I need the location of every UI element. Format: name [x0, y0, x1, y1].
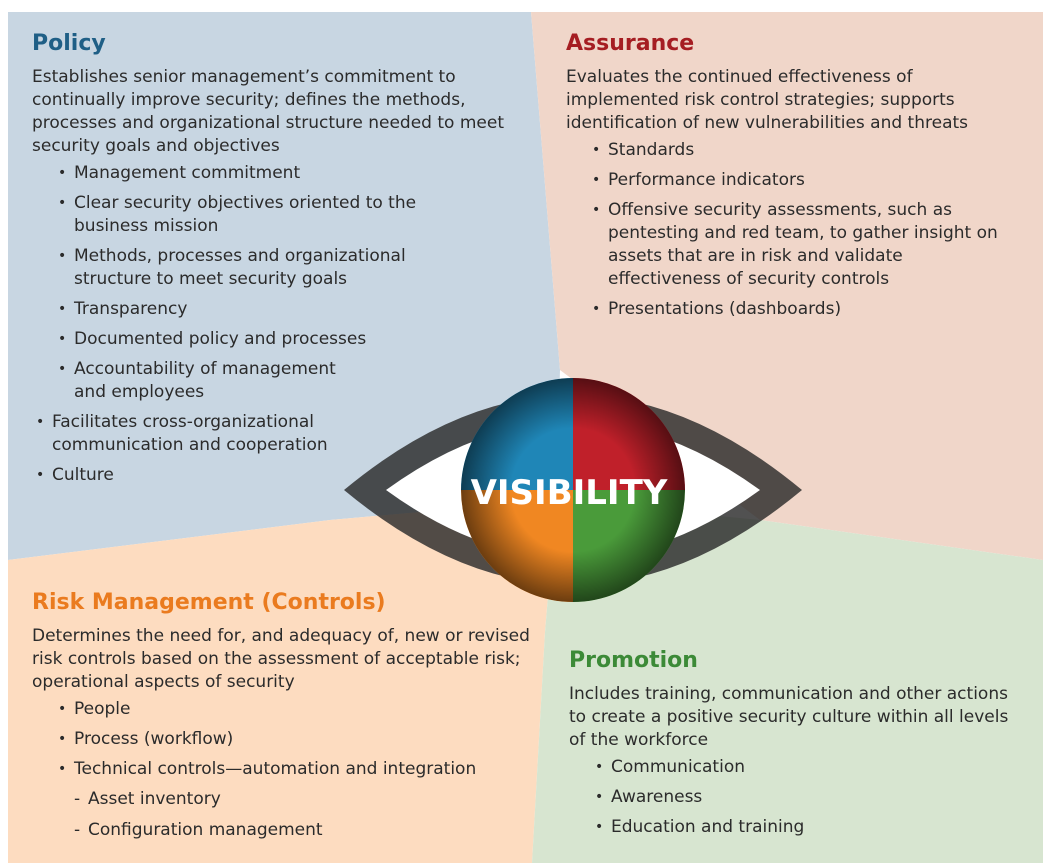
policy-section: Policy Establishes senior management’s c…	[32, 31, 532, 494]
policy-item: Accountability of management and employe…	[54, 358, 364, 404]
policy-item: Methods, processes and organizational st…	[54, 245, 474, 291]
policy-top-list: Facilitates cross-organizational communi…	[32, 411, 532, 487]
eye-icon: VISIBILITY	[344, 378, 802, 602]
promotion-item: Education and training	[591, 816, 1029, 839]
policy-top-item: Culture	[32, 464, 532, 487]
assurance-item: Standards	[588, 139, 1026, 162]
risk-list: People Process (workflow) Technical cont…	[54, 698, 552, 842]
policy-title: Policy	[32, 31, 106, 56]
promotion-item: Communication	[591, 756, 1029, 779]
assurance-item: Presentations (dashboards)	[588, 298, 1026, 321]
policy-top-item: Facilitates cross-organizational communi…	[32, 411, 362, 457]
assurance-section: Assurance Evaluates the continued effect…	[566, 31, 1026, 328]
policy-list: Management commitment Clear security obj…	[54, 162, 532, 404]
assurance-description: Evaluates the continued effectiveness of…	[566, 67, 969, 133]
risk-management-section: Risk Management (Controls) Determines th…	[32, 590, 552, 850]
visibility-label: VISIBILITY	[471, 473, 668, 513]
policy-description: Establishes senior management’s commitme…	[32, 67, 504, 156]
policy-item: Clear security objectives oriented to th…	[54, 192, 474, 238]
promotion-item: Awareness	[591, 786, 1029, 809]
assurance-list: Standards Performance indicators Offensi…	[588, 139, 1026, 321]
promotion-title: Promotion	[569, 648, 698, 673]
promotion-list: Communication Awareness Education and tr…	[591, 756, 1029, 839]
policy-item: Documented policy and processes	[54, 328, 532, 351]
risk-item: Technical controls—automation and integr…	[54, 758, 552, 781]
assurance-item: Performance indicators	[588, 169, 1026, 192]
promotion-description: Includes training, communication and oth…	[569, 684, 1009, 750]
assurance-item: Offensive security assessments, such as …	[588, 199, 1018, 291]
risk-item: People	[54, 698, 552, 721]
promotion-section: Promotion Includes training, communicati…	[569, 648, 1029, 846]
risk-item: Process (workflow)	[54, 728, 552, 751]
policy-item: Transparency	[54, 298, 532, 321]
risk-sub-item: Asset inventory	[74, 788, 552, 811]
assurance-title: Assurance	[566, 31, 695, 56]
risk-title: Risk Management (Controls)	[32, 590, 386, 615]
risk-sub-item: Configuration management	[74, 819, 552, 842]
risk-description: Determines the need for, and adequacy of…	[32, 626, 530, 692]
policy-item: Management commitment	[54, 162, 532, 185]
